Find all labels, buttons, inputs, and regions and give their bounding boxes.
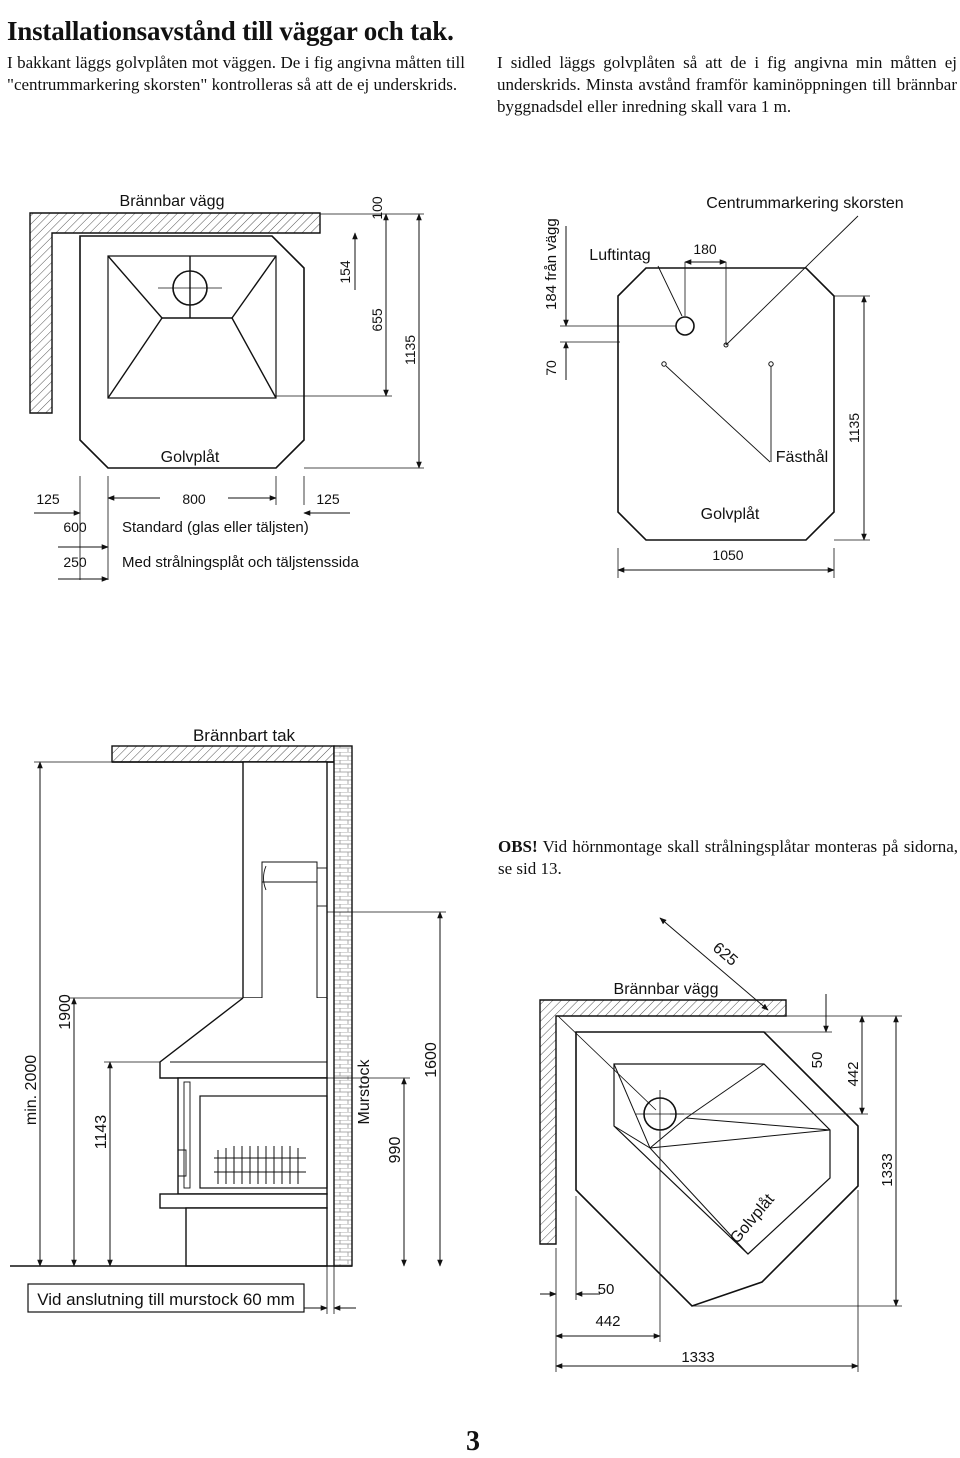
dim-250: 250 (63, 554, 87, 570)
chimney-label: Murstock (356, 1059, 373, 1125)
dim-1333-bottom: 1333 (681, 1349, 714, 1366)
dim-50-bottom: 50 (598, 1281, 615, 1298)
standard-label: Standard (glas eller täljsten) (122, 519, 309, 536)
corner-floor-label: Golvplåt (726, 1190, 778, 1247)
dim-600: 600 (63, 519, 87, 535)
dim-442-right: 442 (845, 1061, 862, 1086)
dim-800: 800 (182, 491, 206, 507)
dim-1135-left: 1135 (402, 335, 418, 365)
figure-side-elevation (10, 745, 446, 1314)
ceiling-hatch (111, 745, 335, 763)
obs-text: Vid hörnmontage skall strålningsplåtar m… (498, 837, 958, 878)
figure-chimney-marking (560, 215, 870, 578)
dim-180: 180 (693, 241, 717, 257)
firebox (177, 1077, 328, 1195)
figure-corner-installation (539, 917, 902, 1372)
dim-625: 625 (709, 939, 740, 969)
dim-1900: 1900 (57, 994, 74, 1030)
intro-right-paragraph: I sidled läggs golvplåten så att de i fi… (497, 53, 957, 116)
dim-min-2000: min. 2000 (23, 1055, 40, 1125)
dim-70: 70 (543, 360, 559, 376)
hearth-slab (159, 1193, 328, 1209)
base (185, 1207, 328, 1267)
connection-label: Vid anslutning till murstock 60 mm (37, 1290, 295, 1309)
dim-154: 154 (337, 260, 353, 284)
dim-442-bottom: 442 (595, 1313, 620, 1330)
wall-hatch (29, 212, 321, 414)
dim-1333-right: 1333 (879, 1153, 896, 1186)
chimney-centre-label: Centrummarkering skorsten (706, 195, 903, 212)
dim-655: 655 (369, 308, 385, 332)
dim-1050: 1050 (712, 547, 743, 563)
figure-wall-installation (29, 212, 424, 582)
hood-outline (107, 255, 277, 399)
dim-1600: 1600 (423, 1042, 440, 1078)
floor-plate-outline (79, 235, 305, 469)
dim-1143: 1143 (93, 1115, 110, 1150)
fig2-floor-label: Golvplåt (701, 505, 760, 523)
connection-label-box (27, 1283, 305, 1313)
air-intake-circle (675, 316, 695, 336)
ceiling-label: Brännbart tak (193, 726, 296, 745)
page-number: 3 (466, 1426, 480, 1457)
masonry-chimney (333, 745, 353, 1267)
obs-note: OBS! Vid hörnmontage skall strålningsplå… (498, 836, 958, 880)
dim-1135-right: 1135 (846, 413, 862, 443)
corner-wall-label: Brännbar vägg (614, 981, 719, 998)
wall-distance-label: 184 från vägg (543, 218, 560, 310)
page-title: Installationsavstånd till väggar och tak… (7, 16, 454, 46)
fixing-hole-label: Fästhål (776, 448, 828, 466)
dim-990: 990 (387, 1137, 404, 1164)
corner-floor-plate (575, 1031, 859, 1307)
dim-125-right: 125 (316, 491, 340, 507)
air-intake-label: Luftintag (589, 247, 650, 264)
obs-label: OBS! (498, 837, 538, 856)
fig1-floor-label: Golvplåt (161, 448, 220, 466)
fire-grate (214, 1146, 306, 1184)
dim-100: 100 (369, 196, 385, 220)
dim-125-left: 125 (36, 491, 60, 507)
dim-50-right: 50 (809, 1052, 826, 1069)
intro-left-paragraph: I bakkant läggs golvplåten mot väggen. D… (7, 53, 465, 94)
floor-plate-octagon (617, 267, 835, 541)
hood-side (159, 997, 328, 1079)
corner-wall-hatch (539, 999, 787, 1245)
radiation-plate-label: Med strålningsplåt och täljstenssida (122, 554, 359, 571)
fig1-wall-label: Brännbar vägg (120, 193, 225, 210)
